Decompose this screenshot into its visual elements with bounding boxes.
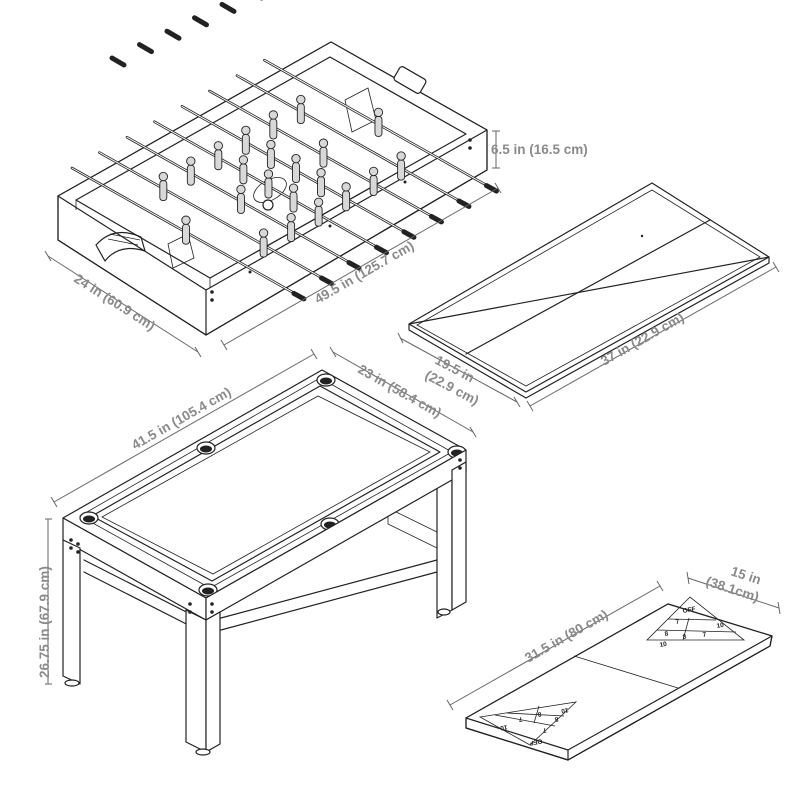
pool-table [62, 369, 467, 756]
foosball-player [238, 155, 249, 185]
foosball-player [316, 168, 326, 198]
foosball-player [181, 215, 191, 245]
score-10-right-bottom: 10 [659, 641, 668, 649]
foosball-players [158, 94, 406, 258]
foosball-player [318, 138, 329, 168]
foosball-player [258, 228, 269, 258]
shuffleboard-width-dimension [686, 571, 781, 615]
score-7-right-a: 7 [675, 618, 680, 626]
foosball-player [396, 151, 406, 181]
rod-handles-back [109, 0, 263, 68]
foosball-player [263, 169, 274, 199]
score-7-left-b: 7 [518, 715, 523, 723]
ball-icon [262, 199, 274, 211]
foosball-player [286, 212, 296, 243]
rod-handles-front [291, 183, 499, 302]
foosball-player [341, 182, 351, 212]
foosball-player [186, 156, 196, 186]
shuffleboard-mat [465, 596, 773, 761]
foosball-player [236, 184, 246, 214]
foosball-length-dimension [220, 182, 502, 351]
foosball-player [266, 139, 276, 169]
score-8-left-b: 8 [537, 710, 542, 718]
foosball-width-dimension [44, 250, 202, 358]
foosball-player [373, 107, 384, 137]
foosball-table [57, 0, 499, 336]
handle-icon [291, 290, 307, 302]
pool-width-dimension [329, 346, 477, 438]
foosball-player [213, 141, 223, 171]
foosball-player [158, 171, 168, 201]
handle-icon [318, 275, 334, 286]
foosball-rod [236, 75, 466, 205]
score-10-left-bottom: 10 [560, 706, 569, 714]
handle-icon [109, 55, 127, 68]
score-8-right-a: 8 [664, 630, 669, 638]
score-10-left-top: 10 [499, 723, 508, 731]
score-7-right-b: 7 [702, 631, 707, 639]
handle-icon [192, 15, 209, 28]
foosball-height-dimension [492, 130, 500, 169]
foosball-player [288, 183, 299, 213]
shuffleboard-length-dimension [446, 580, 664, 711]
pool-height-dimension [45, 518, 52, 685]
foosball-player [291, 153, 301, 184]
handle-icon [137, 42, 154, 55]
score-8-left-a: 8 [554, 715, 559, 723]
table-top-cover [408, 182, 770, 399]
foosball-depth-label: 6.5 in (16.5 cm) [491, 142, 588, 157]
tabletop-length-dimension [526, 261, 780, 412]
handle-icon [219, 1, 237, 14]
tabletop-width-dimension [397, 332, 521, 408]
score-off-right: OFF [682, 606, 696, 615]
handle-icon [164, 28, 182, 41]
handle-icon [346, 260, 362, 271]
foosball-rod [99, 152, 328, 282]
foosball-player [313, 197, 324, 227]
handle-icon [401, 229, 417, 240]
pool-length-dimension [50, 348, 318, 508]
pool-height-label: 26.75 in (67.9 cm) [37, 566, 52, 678]
foosball-player [368, 166, 379, 196]
score-off-left: OFF [529, 737, 543, 746]
foosball-player [296, 94, 306, 124]
foosball-player [268, 110, 278, 140]
foosball-player [241, 125, 251, 155]
score-8-right-b: 8 [682, 633, 687, 641]
score-10-right-top: 10 [716, 622, 725, 630]
handle-icon [373, 244, 389, 256]
score-7-left-a: 7 [542, 726, 547, 734]
